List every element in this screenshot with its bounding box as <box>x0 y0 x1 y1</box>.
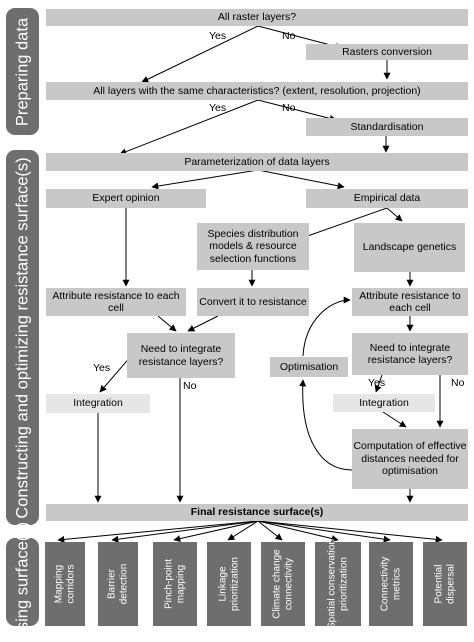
node-parameterization: Parameterization of data layers <box>46 153 468 171</box>
label-no-char: No <box>282 102 296 114</box>
arrow-expert <box>151 169 259 190</box>
section-preparing-data: Preparing data <box>6 8 39 135</box>
node-all-raster: All raster layers? <box>46 9 468 26</box>
node-need-integrate-right: Need to integrate resistance layers? <box>352 333 468 375</box>
arrow-yes-left <box>99 354 133 393</box>
label-yes-raster: Yes <box>209 30 227 42</box>
loop-computation-to-optimisation <box>299 379 353 471</box>
arrow-genetics <box>386 207 403 222</box>
final-fan <box>57 520 443 543</box>
node-empirical-data: Empirical data <box>306 189 468 208</box>
node-convert-resistance: Convert it to resistance <box>197 288 309 316</box>
section-label-preparing: Preparing data <box>13 17 31 126</box>
arrow-attr-left <box>157 315 177 332</box>
label-no-left: No <box>183 380 197 392</box>
section-label-constructing: Constructing and optimizing resistance s… <box>13 156 31 519</box>
node-final-resistance: Final resistance surface(s) <box>46 504 468 521</box>
node-attribute-resistance-left: Attribute resistance to each cell <box>46 288 186 316</box>
node-optimisation: Optimisation <box>270 357 348 377</box>
node-same-characteristics: All layers with the same characteristics… <box>46 82 468 100</box>
node-standardisation: Standardisation <box>306 118 468 136</box>
arrow-yes-right <box>374 374 383 393</box>
node-integration-left: Integration <box>46 394 150 413</box>
arrow-yes-char <box>119 99 259 155</box>
arrow-yes-raster <box>141 25 259 83</box>
arrow-no-char <box>257 99 337 122</box>
arrow-integration-right-down <box>382 411 407 428</box>
section-label-using: Using surface(s) <box>13 521 31 642</box>
node-integration-right: Integration <box>333 394 435 412</box>
node-expert-opinion: Expert opinion <box>46 189 206 208</box>
node-need-integrate-left: Need to integrate resistance layers? <box>127 333 235 378</box>
node-attribute-resistance-right: Attribute resistance to each cell <box>352 288 468 316</box>
label-yes-left: Yes <box>93 362 111 374</box>
node-rasters-conversion: Rasters conversion <box>306 44 468 60</box>
node-computation: Computation of effective distances neede… <box>352 429 468 489</box>
node-species-models: Species distribution models & resource s… <box>197 223 309 270</box>
node-landscape-genetics: Landscape genetics <box>354 223 465 272</box>
arrow-empirical <box>257 169 345 190</box>
loop-optimisation-to-attribute <box>302 296 351 357</box>
section-using: Using surface(s) <box>6 522 39 642</box>
label-no-right: No <box>451 377 465 389</box>
label-yes-char: Yes <box>209 102 227 114</box>
section-constructing: Constructing and optimizing resistance s… <box>6 150 39 525</box>
label-no-raster: No <box>282 30 296 42</box>
label-yes-right: Yes <box>368 377 386 389</box>
arrow-convert <box>187 315 219 332</box>
